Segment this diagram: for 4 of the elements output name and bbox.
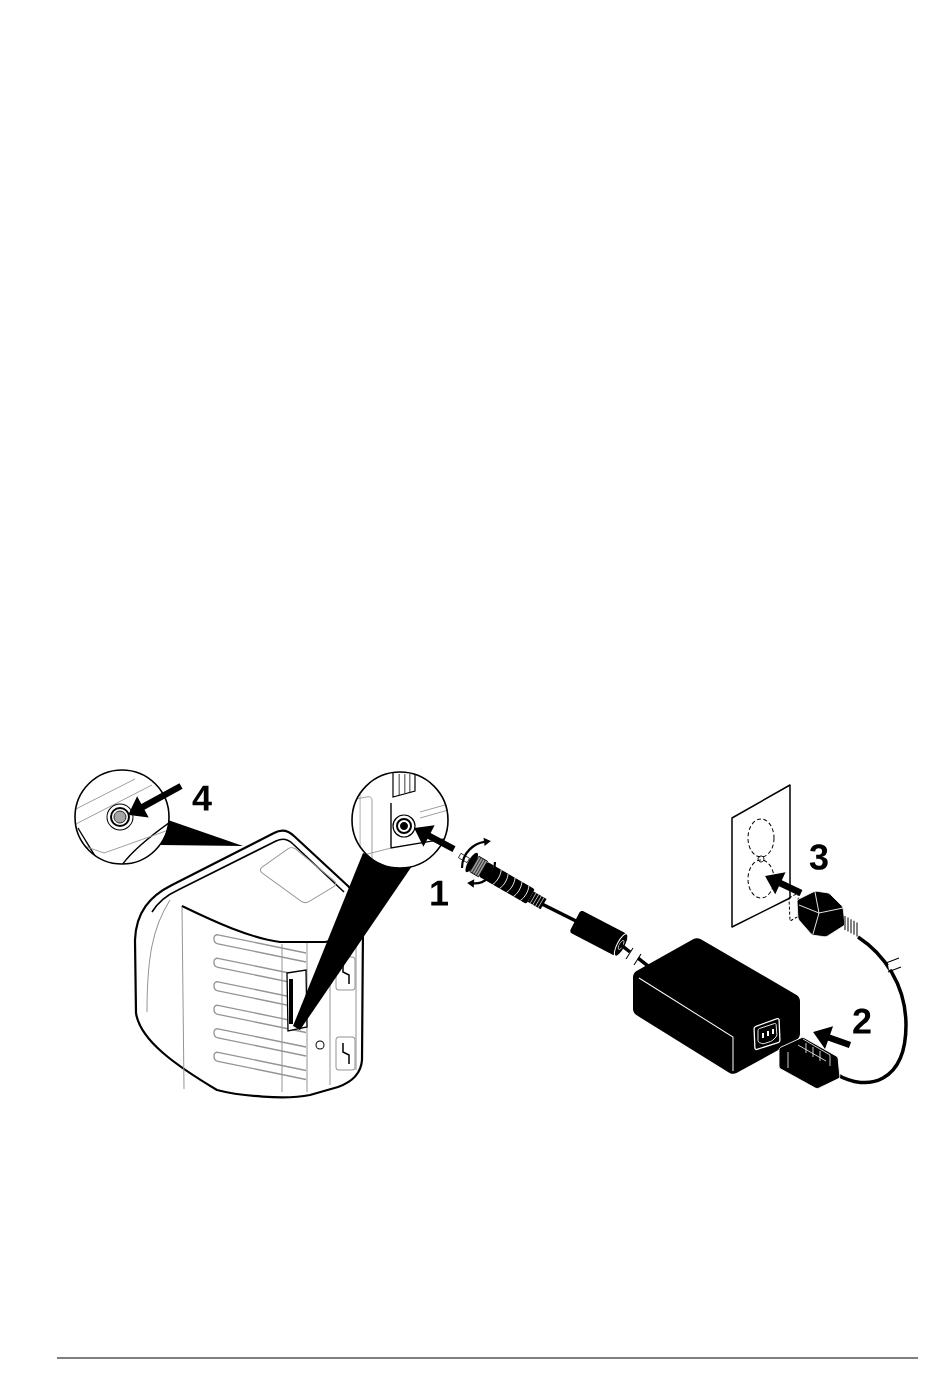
callout-number: 2	[853, 1008, 871, 1034]
callout-number: 4	[192, 785, 212, 811]
callout-number: 3	[809, 844, 828, 870]
callout-number: 1	[431, 880, 448, 906]
